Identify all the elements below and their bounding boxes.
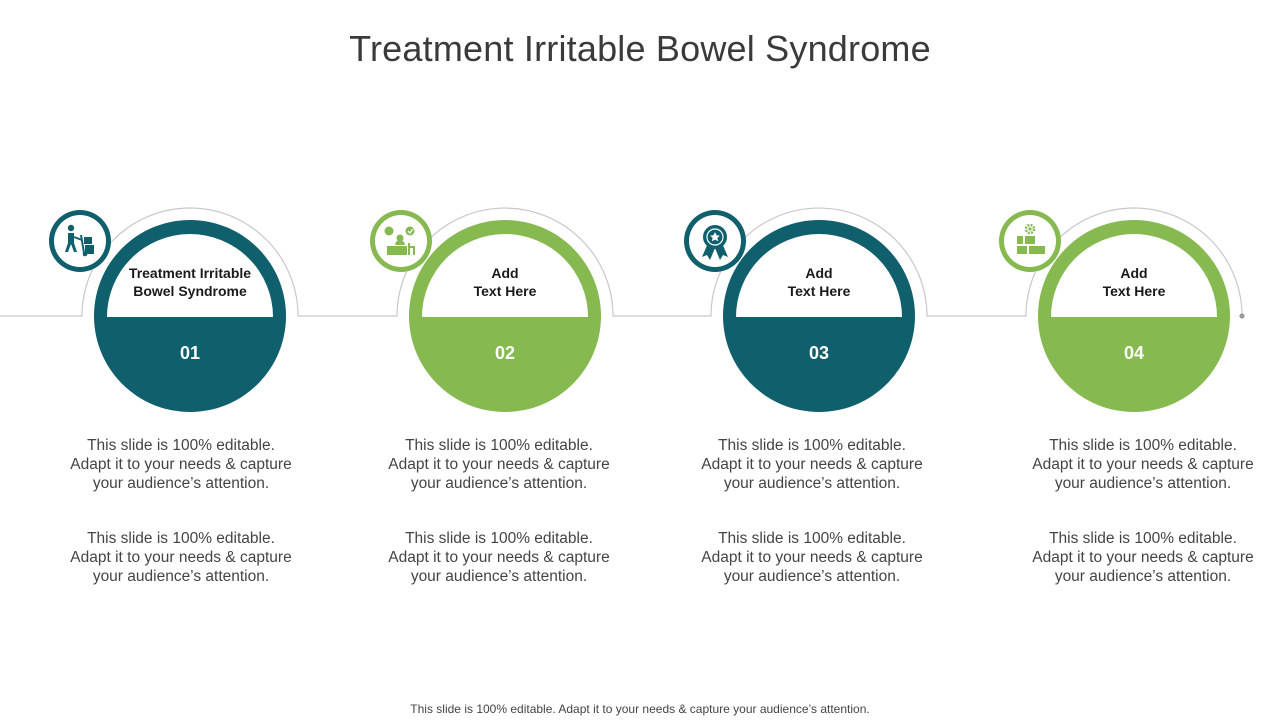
- description-line: your audience’s attention.: [92, 568, 270, 585]
- step-heading-line: Text Here: [1102, 283, 1166, 299]
- footer-note: This slide is 100% editable. Adapt it to…: [410, 702, 870, 716]
- description-line: Adapt it to your needs & capture: [70, 456, 292, 473]
- description-line: This slide is 100% editable.: [718, 530, 906, 547]
- award-ribbon-icon: [684, 210, 746, 272]
- step-heading-line: Text Here: [473, 283, 537, 299]
- description-line: This slide is 100% editable.: [1049, 530, 1237, 547]
- description-line: Adapt it to your needs & capture: [1032, 549, 1254, 566]
- step-inner-white: [422, 234, 588, 317]
- description-line: your audience’s attention.: [92, 475, 270, 492]
- step-number-1: 01: [179, 343, 201, 363]
- description-line: your audience’s attention.: [1054, 475, 1232, 492]
- description-line: your audience’s attention.: [410, 475, 588, 492]
- step-inner-white: [1051, 234, 1217, 317]
- step-description-4-2: This slide is 100% editable. Adapt it to …: [1018, 529, 1268, 586]
- description-line: your audience’s attention.: [410, 568, 588, 585]
- description-line: This slide is 100% editable.: [1049, 437, 1237, 454]
- step-description-3-2: This slide is 100% editable. Adapt it to …: [687, 529, 937, 586]
- page-title: Treatment Irritable Bowel Syndrome: [349, 28, 931, 69]
- step-inner-white: [736, 234, 902, 317]
- step-number-4: 04: [1123, 343, 1145, 363]
- person-at-desk-icon: [370, 210, 432, 272]
- description-line: Adapt it to your needs & capture: [701, 456, 923, 473]
- connector-path: [0, 207, 1243, 317]
- step-heading-line: Treatment Irritable: [128, 265, 252, 281]
- worker-with-hand-truck-icon: [49, 210, 111, 272]
- description-line: This slide is 100% editable.: [87, 530, 275, 547]
- step-heading-line: Add: [491, 265, 519, 281]
- step-heading-line: Add: [805, 265, 833, 281]
- step-description-1-1: This slide is 100% editable. Adapt it to …: [56, 436, 306, 493]
- step-number-3: 03: [808, 343, 830, 363]
- description-line: This slide is 100% editable.: [405, 530, 593, 547]
- connector-end-dot: [1239, 313, 1245, 319]
- step-description-2-2: This slide is 100% editable. Adapt it to …: [374, 529, 624, 586]
- description-line: Adapt it to your needs & capture: [70, 549, 292, 566]
- step-circle-1: [94, 220, 286, 412]
- step-description-4-1: This slide is 100% editable. Adapt it to …: [1018, 436, 1268, 493]
- step-circle-3: [723, 220, 915, 412]
- description-line: This slide is 100% editable.: [405, 437, 593, 454]
- step-icons: [49, 210, 1061, 272]
- step-heading-line: Bowel Syndrome: [133, 283, 247, 299]
- step-circle-4: [1038, 220, 1230, 412]
- step-circles: [94, 220, 1230, 412]
- description-line: your audience’s attention.: [723, 475, 901, 492]
- step-number-2: 02: [494, 343, 516, 363]
- step-description-1-2: This slide is 100% editable. Adapt it to …: [56, 529, 306, 586]
- description-line: This slide is 100% editable.: [718, 437, 906, 454]
- description-line: Adapt it to your needs & capture: [388, 549, 610, 566]
- description-line: your audience’s attention.: [723, 568, 901, 585]
- step-description-3-1: This slide is 100% editable. Adapt it to …: [687, 436, 937, 493]
- description-line: This slide is 100% editable.: [87, 437, 275, 454]
- step-circle-2: [409, 220, 601, 412]
- description-line: your audience’s attention.: [1054, 568, 1232, 585]
- connector-line: [0, 207, 1245, 319]
- step-inner-white: [107, 234, 273, 317]
- step-heading-line: Add: [1120, 265, 1148, 281]
- step-description-2-1: This slide is 100% editable. Adapt it to …: [374, 436, 624, 493]
- boxes-with-gear-icon: [999, 210, 1061, 272]
- step-heading-line: Text Here: [787, 283, 851, 299]
- description-line: Adapt it to your needs & capture: [701, 549, 923, 566]
- description-line: Adapt it to your needs & capture: [388, 456, 610, 473]
- description-line: Adapt it to your needs & capture: [1032, 456, 1254, 473]
